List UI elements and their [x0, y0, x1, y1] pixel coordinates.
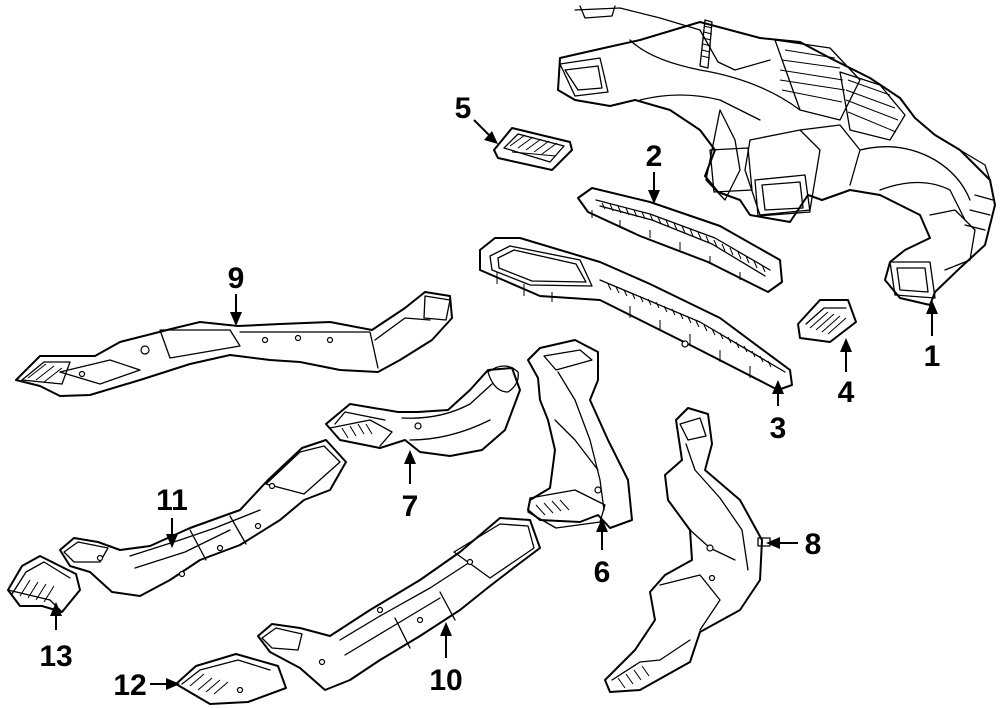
- callout-label-7: 7: [402, 490, 419, 523]
- callout-label-5: 5: [455, 92, 472, 125]
- callout-12: 12: [113, 669, 180, 702]
- part-6-vertical-duct: [527, 339, 633, 529]
- callout-label-13: 13: [39, 640, 72, 673]
- part-1-main-distribution-duct: [557, 5, 996, 306]
- part-2-defroster-grille: [577, 187, 783, 293]
- callout-1: 1: [924, 300, 941, 373]
- part-13-small-outlet: [7, 555, 81, 613]
- callout-6: 6: [594, 518, 611, 589]
- part-7-round-outlet-duct: [325, 365, 521, 457]
- callout-5: 5: [455, 92, 498, 144]
- part-8-long-vertical-duct: [604, 407, 771, 693]
- part-12-small-outlet: [175, 653, 287, 705]
- callout-4: 4: [838, 338, 855, 409]
- callout-label-10: 10: [429, 664, 462, 697]
- part-10-long-floor-duct: [257, 517, 541, 691]
- callout-label-2: 2: [646, 140, 663, 173]
- part-3-upper-panel-grille: [479, 237, 793, 391]
- callout-label-12: 12: [113, 669, 146, 702]
- callout-label-3: 3: [770, 412, 787, 445]
- callout-9: 9: [228, 262, 245, 326]
- part-9-long-floor-duct: [15, 291, 453, 397]
- callout-label-4: 4: [838, 376, 855, 409]
- callout-8: 8: [766, 528, 821, 561]
- callout-label-8: 8: [805, 528, 822, 561]
- callout-7: 7: [402, 450, 419, 523]
- callout-label-1: 1: [924, 340, 941, 373]
- part-11-long-floor-duct: [59, 439, 347, 597]
- callout-13: 13: [39, 602, 73, 673]
- callout-label-9: 9: [228, 262, 245, 295]
- callout-3: 3: [770, 380, 787, 445]
- part-4-small-vent: [797, 299, 857, 343]
- callout-label-6: 6: [594, 556, 611, 589]
- callout-11: 11: [156, 484, 188, 548]
- callout-2: 2: [646, 140, 663, 204]
- callout-10: 10: [429, 622, 463, 697]
- callout-label-11: 11: [156, 484, 188, 517]
- part-5-small-grille: [493, 127, 573, 171]
